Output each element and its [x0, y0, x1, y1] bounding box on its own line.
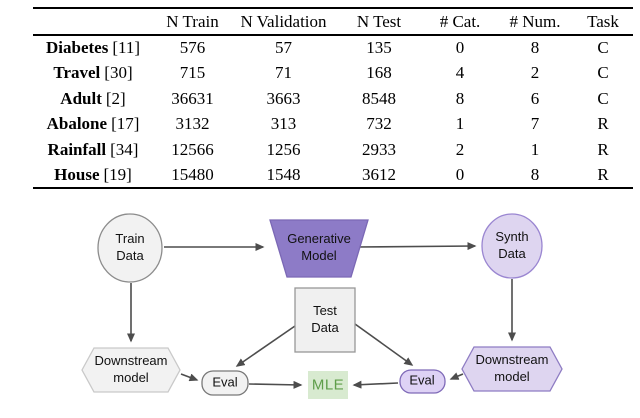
- downstream-left-shape: [81, 347, 181, 393]
- eval-left-shape: [201, 370, 249, 396]
- col-header-empty: [33, 8, 153, 35]
- cell-dataset: Adult[2]: [33, 86, 153, 112]
- cell-n-cat: 8: [455, 88, 465, 108]
- dataset-name: Diabetes: [45, 38, 109, 58]
- col-header-n-test: N Test: [356, 11, 402, 31]
- cell-n-validation: 3663: [266, 88, 301, 108]
- citation-ref: [17]: [111, 114, 140, 134]
- cell-n-validation: 313: [270, 114, 297, 134]
- cell-dataset: House[19]: [33, 163, 153, 189]
- col-header-n-num: # Num.: [509, 11, 561, 31]
- arrow-generative-to-synth: [354, 242, 477, 251]
- table-row: Adult[2] 36631 3663 8548 8 6 C: [33, 86, 633, 112]
- cell-n-test: 135: [366, 38, 392, 58]
- flow-diagram: Train Data Generative Model Synth Data T…: [0, 200, 640, 418]
- cell-dataset: Rainfall[34]: [33, 137, 153, 163]
- col-header-task: Task: [587, 11, 619, 31]
- cell-dataset: Diabetes[11]: [33, 35, 153, 61]
- dataset-name: Rainfall: [47, 139, 107, 159]
- cell-n-validation: 57: [275, 38, 292, 58]
- cell-n-cat: 0: [455, 38, 465, 58]
- cell-n-train: 36631: [171, 88, 214, 108]
- eval-right-shape: [399, 369, 446, 394]
- col-header-n-cat: # Cat.: [439, 11, 481, 31]
- cell-task: C: [597, 88, 609, 108]
- cell-n-num: 8: [530, 164, 540, 184]
- table-header-row: N Train N Validation N Test # Cat. # Num…: [33, 8, 633, 35]
- citation-ref: [2]: [105, 88, 126, 108]
- datasets-table: N Train N Validation N Test # Cat. # Num…: [33, 7, 633, 189]
- cell-task: C: [597, 38, 609, 58]
- arrow-downstream-right-to-eval: [449, 372, 464, 380]
- cell-n-validation: 1548: [266, 164, 301, 184]
- col-header-n-train: N Train: [166, 11, 219, 31]
- cell-n-test: 168: [366, 63, 392, 83]
- cell-n-validation: 1256: [266, 139, 301, 159]
- cell-n-validation: 71: [275, 63, 292, 83]
- cell-dataset: Travel[30]: [33, 61, 153, 87]
- train-data-shape: [97, 213, 163, 283]
- cell-n-num: 2: [530, 63, 540, 83]
- cell-n-cat: 0: [455, 164, 465, 184]
- dataset-name: Adult: [60, 88, 102, 108]
- cell-n-cat: 4: [455, 63, 465, 83]
- cell-n-num: 7: [530, 114, 540, 134]
- arrow-test-to-eval-right: [354, 323, 414, 366]
- dataset-name: House: [54, 164, 100, 184]
- col-header-n-validation: N Validation: [240, 11, 327, 31]
- table-row: House[19] 15480 1548 3612 0 8 R: [33, 163, 633, 189]
- citation-ref: [30]: [104, 63, 133, 83]
- cell-n-num: 1: [530, 139, 540, 159]
- cell-n-train: 3132: [175, 114, 210, 134]
- arrow-test-to-eval-left: [235, 325, 296, 367]
- downstream-right-shape: [461, 346, 563, 392]
- cell-task: R: [597, 139, 609, 159]
- test-data-shape: [294, 287, 356, 353]
- cell-task: C: [597, 63, 609, 83]
- dataset-name: Travel: [53, 63, 101, 83]
- mle-shape: [308, 371, 348, 399]
- cell-n-num: 8: [530, 38, 540, 58]
- cell-n-train: 576: [179, 38, 206, 58]
- generative-model-shape: [269, 219, 369, 278]
- flow-diagram-canvas: [81, 213, 563, 399]
- table-row: Abalone[17] 3132 313 732 1 7 R: [33, 112, 633, 138]
- cell-n-test: 2933: [362, 139, 396, 159]
- citation-ref: [11]: [112, 38, 141, 58]
- citation-ref: [34]: [110, 139, 139, 159]
- cell-task: R: [597, 114, 609, 134]
- cell-n-train: 715: [179, 63, 206, 83]
- table-row: Rainfall[34] 12566 1256 2933 2 1 R: [33, 137, 633, 163]
- cell-dataset: Abalone[17]: [33, 112, 153, 138]
- citation-ref: [19]: [103, 164, 132, 184]
- cell-n-cat: 2: [455, 139, 465, 159]
- cell-n-train: 15480: [171, 164, 214, 184]
- cell-n-train: 12566: [171, 139, 214, 159]
- cell-n-test: 3612: [362, 164, 396, 184]
- arrow-eval-right-to-mle: [352, 380, 399, 389]
- arrow-eval-left-to-mle: [248, 380, 303, 389]
- cell-n-num: 6: [530, 88, 540, 108]
- dataset-name: Abalone: [46, 114, 108, 134]
- arrow-downstream-left-to-eval: [180, 373, 199, 382]
- cell-task: R: [597, 164, 609, 184]
- cell-n-cat: 1: [455, 114, 465, 134]
- table-row: Diabetes[11] 576 57 135 0 8 C: [33, 35, 633, 61]
- synth-data-shape: [481, 213, 543, 279]
- cell-n-test: 8548: [362, 88, 396, 108]
- cell-n-test: 732: [366, 114, 392, 134]
- table-row: Travel[30] 715 71 168 4 2 C: [33, 61, 633, 87]
